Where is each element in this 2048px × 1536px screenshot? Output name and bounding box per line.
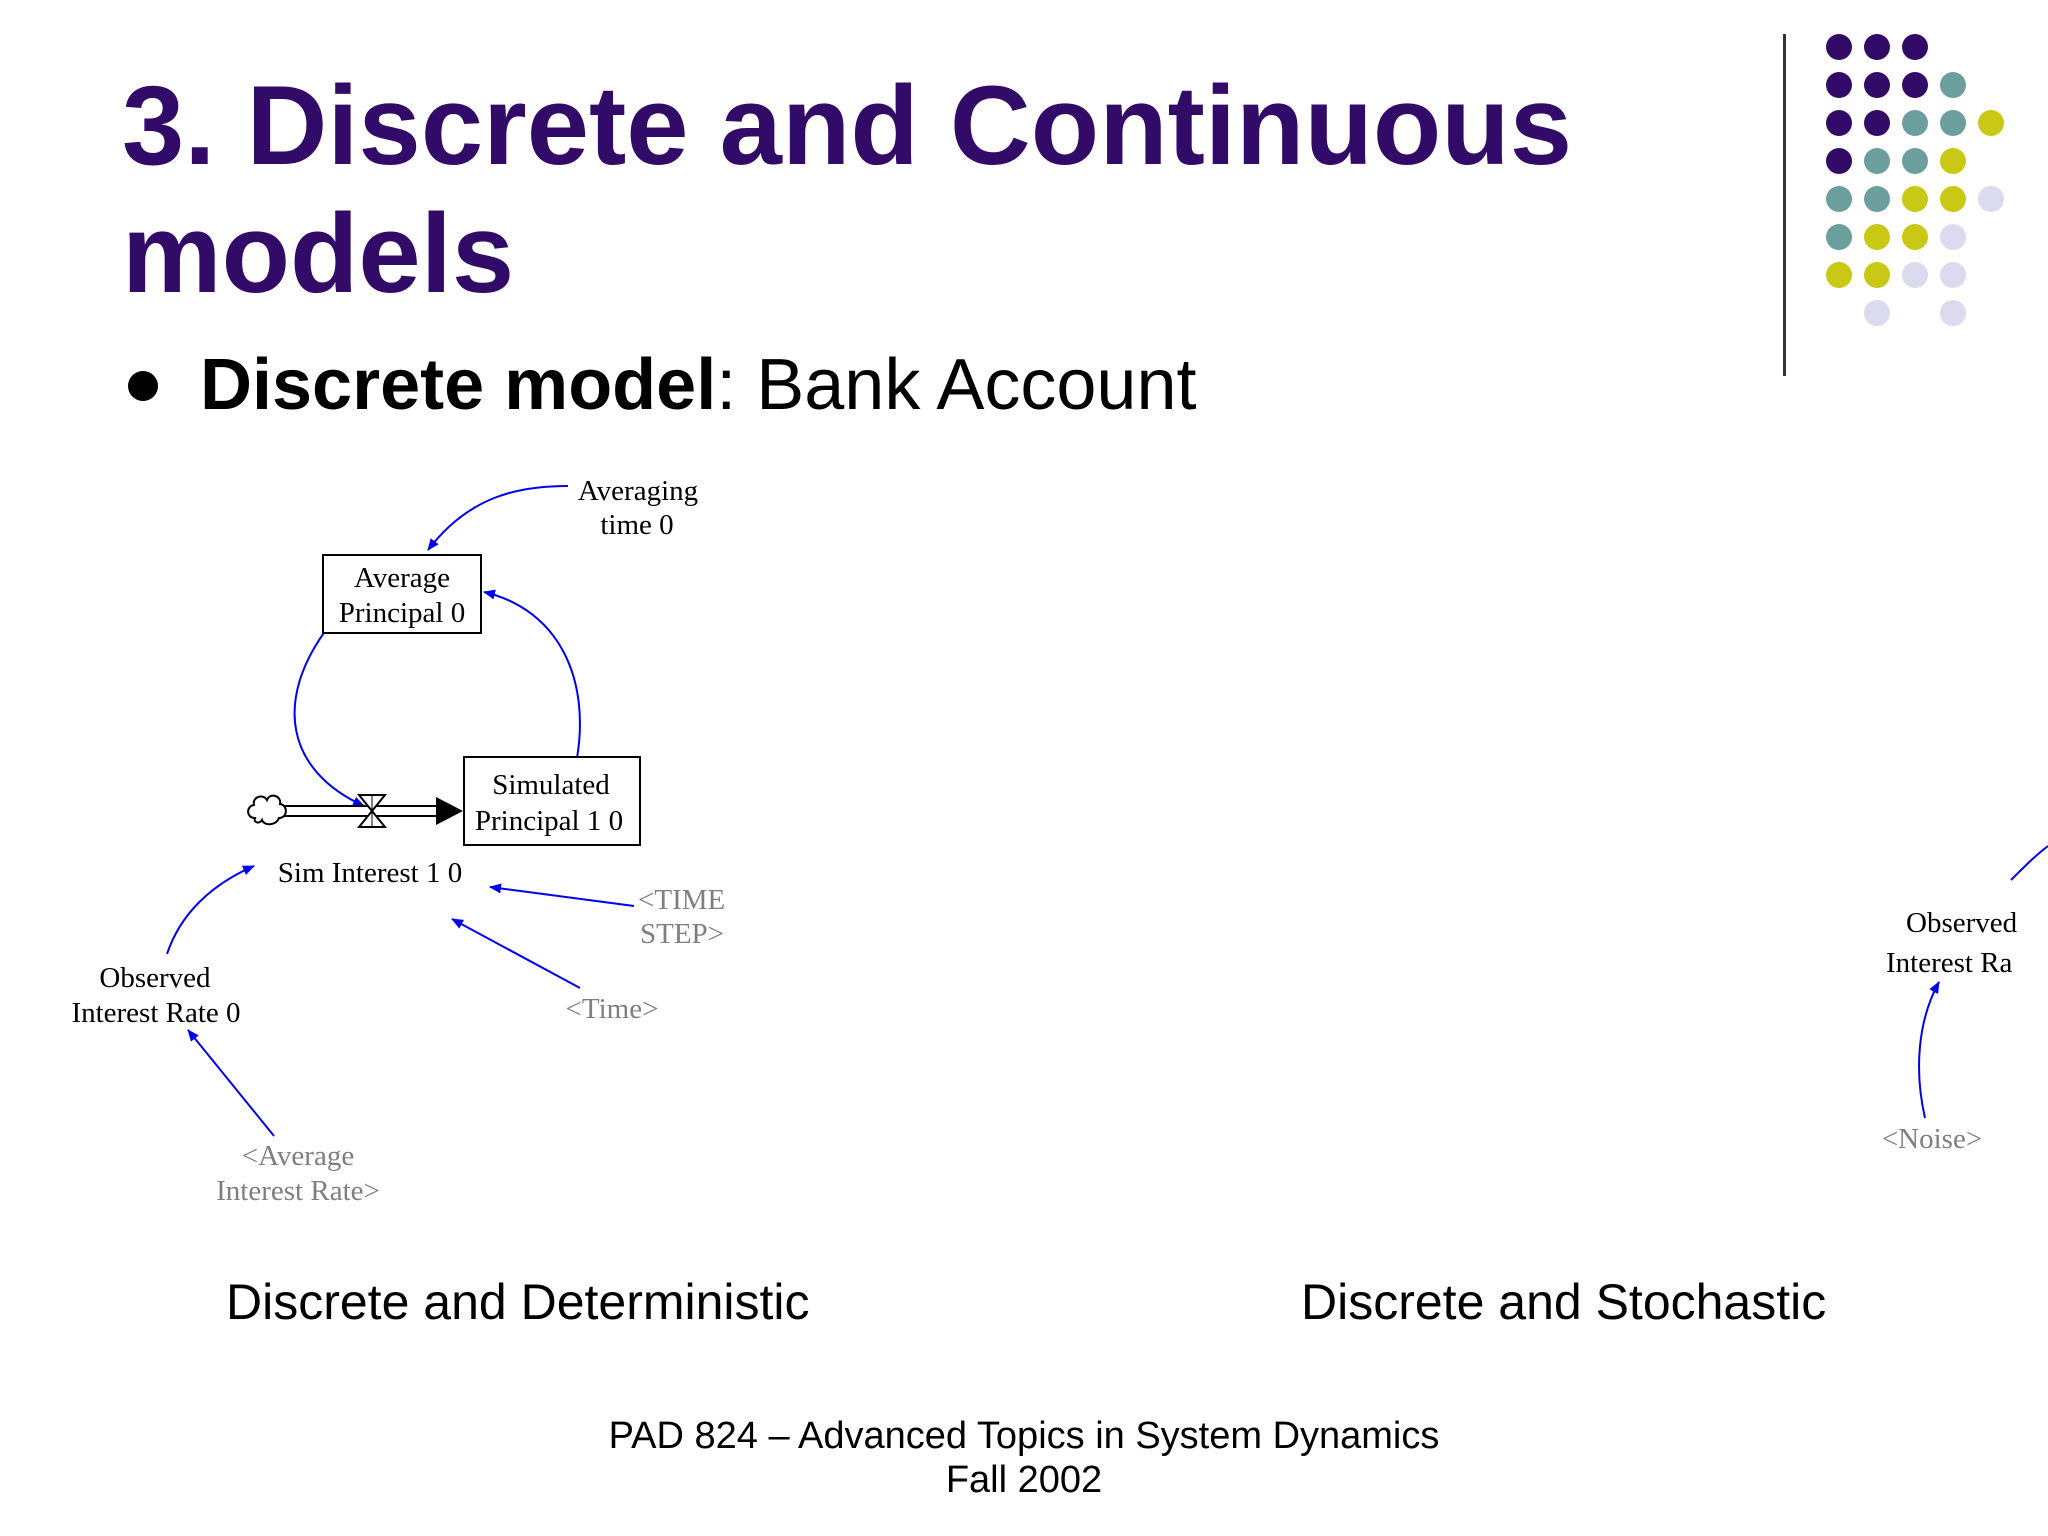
decorative-dot [1826, 186, 1852, 212]
decorative-dot [1940, 110, 1966, 136]
link-average-principal-to-flow [293, 629, 365, 807]
title-line-1: 3. Discrete and Continuous [122, 63, 1572, 188]
caption-discrete-deterministic: Discrete and Deterministic [226, 1274, 810, 1330]
link-observed-rate-to-sim-interest [166, 865, 255, 955]
decorative-dot [1902, 34, 1928, 60]
stock-simulated-principal [463, 756, 641, 846]
decorative-dot [1978, 186, 2004, 212]
decorative-dot [1864, 34, 1890, 60]
cloud-icon [247, 794, 287, 826]
decorative-dot [1864, 224, 1890, 250]
average-rate-label-1: <Average [242, 1140, 354, 1172]
bullet-item: Discrete model: Bank Account [200, 345, 1197, 425]
decorative-dot [1940, 186, 1966, 212]
decorative-dot [1864, 110, 1890, 136]
right-observed-label-1: Observed [1906, 907, 2018, 939]
time-step-label-1: <TIME [638, 884, 725, 916]
average-principal-label-2: Principal 0 [339, 597, 465, 629]
decorative-dot [1978, 110, 2004, 136]
valve-icon [356, 794, 388, 828]
link-average-rate-to-observed-rate [187, 1029, 275, 1137]
sim-interest-label: Sim Interest 1 0 [278, 857, 462, 889]
observed-rate-label-1: Observed [99, 962, 211, 994]
decorative-dot [1940, 148, 1966, 174]
decorative-dot [1940, 72, 1966, 98]
averaging-time-label-2: time 0 [600, 509, 673, 541]
footer-course-line: PAD 824 – Advanced Topics in System Dyna… [608, 1415, 1440, 1457]
noise-label: <Noise> [1882, 1123, 1982, 1155]
bullet-dot [128, 371, 158, 401]
decorative-dot [1902, 148, 1928, 174]
decorative-dot [1902, 110, 1928, 136]
simulated-principal-label-1: Simulated [492, 769, 610, 801]
decorative-dot [1826, 148, 1852, 174]
bullet-bold-text: Discrete model [200, 345, 717, 425]
decorative-dot [1940, 300, 1966, 326]
stock-average-principal [322, 554, 482, 634]
link-noise-to-observed-rate [1918, 981, 1940, 1119]
decorative-dot [1902, 186, 1928, 212]
decorative-dot [1864, 72, 1890, 98]
decorative-dot [1902, 224, 1928, 250]
decorative-dot [1826, 72, 1852, 98]
observed-rate-label-2: Interest Rate 0 [71, 997, 240, 1029]
link-time-step-to-sim-interest [489, 883, 635, 907]
decorative-dot-grid [1826, 34, 2004, 326]
decorative-dot [1902, 72, 1928, 98]
simulated-principal-label-2: Principal 1 0 [475, 805, 623, 837]
time-label: <Time> [566, 993, 659, 1025]
link-simulated-to-average-principal [483, 589, 581, 759]
decorative-dot [1940, 262, 1966, 288]
decorative-dot [1864, 300, 1890, 326]
average-rate-label-2: Interest Rate> [216, 1175, 380, 1207]
time-step-label-2: STEP> [640, 918, 724, 950]
decorative-dot [1826, 110, 1852, 136]
slide-title: 3. Discrete and Continuous models [122, 62, 1722, 318]
average-principal-label-1: Average [354, 562, 450, 594]
flow-pipe [281, 797, 463, 825]
decorative-dot [1826, 34, 1852, 60]
decorative-dot [1826, 224, 1852, 250]
link-time-to-sim-interest [451, 918, 581, 989]
decorative-dot [1902, 262, 1928, 288]
averaging-time-label-1: Averaging [578, 475, 698, 507]
right-observed-label-2: Interest Ra [1886, 947, 2013, 979]
footer-term-line: Fall 2002 [945, 1459, 1103, 1501]
caption-discrete-stochastic: Discrete and Stochastic [1301, 1274, 1827, 1330]
vertical-divider [1783, 34, 1786, 376]
decorative-dot [1864, 186, 1890, 212]
bullet-rest-text: : Bank Account [716, 345, 1197, 425]
title-line-2: models [122, 191, 515, 316]
link-averaging-time-to-average-principal [427, 485, 569, 551]
decorative-dot [1864, 262, 1890, 288]
decorative-dot [1826, 262, 1852, 288]
decorative-dot [1940, 224, 1966, 250]
link-right-top-arrow [2010, 845, 2048, 881]
decorative-dot [1864, 148, 1890, 174]
